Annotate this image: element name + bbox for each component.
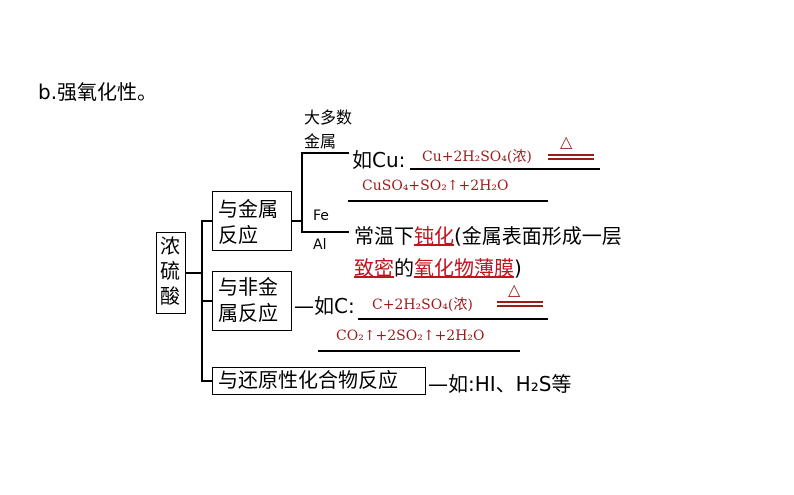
- c-equation-top: C+2H₂SO₄(浓): [372, 297, 473, 313]
- metal-split-bottom: [301, 231, 349, 233]
- nonmetal-branch-label-line1: 与非金: [218, 275, 278, 299]
- close-paren: ): [514, 256, 522, 280]
- cu-example-label: 如Cu:: [352, 148, 406, 172]
- cu-equation-bottom: CuSO₄+SO₂↑+2H₂O: [362, 178, 509, 194]
- passivation-line2: 致密的氧化物薄膜): [354, 252, 522, 281]
- cu-equation-rule-top: [410, 168, 600, 170]
- c-equation-rule-bottom: [318, 350, 520, 352]
- metal-connector: [292, 220, 302, 222]
- root-box: 浓硫酸: [156, 232, 186, 314]
- metal-split-top: [301, 152, 349, 154]
- passivation-prefix: 常温下: [354, 224, 414, 248]
- nonmetal-branch-label-line2: 属反应: [218, 301, 278, 325]
- cu-equals-1: [548, 154, 594, 156]
- passivation-middle: (金属表面形成一层: [454, 224, 622, 248]
- oxide-film-word: 氧化物薄膜: [414, 256, 514, 280]
- c-equals-2: [497, 305, 543, 307]
- de-word: 的: [394, 256, 414, 280]
- fe-label: Fe: [313, 208, 329, 224]
- cu-equals-2: [548, 158, 594, 160]
- heat-triangle-icon-2: △: [508, 280, 521, 299]
- reducing-example: —如:HI、H₂S等: [428, 372, 572, 396]
- dense-word: 致密: [354, 256, 394, 280]
- c-equals-1: [497, 301, 543, 303]
- cu-equation-top: Cu+2H₂SO₄(浓): [422, 149, 532, 165]
- trunk-to-metal: [201, 220, 213, 222]
- most-metals-line1: 大多数: [304, 108, 353, 127]
- nonmetal-branch-box: 与非金 属反应: [212, 271, 292, 331]
- al-label: Al: [313, 237, 327, 253]
- trunk-to-nonmetal: [201, 300, 213, 302]
- most-metals-line2: 金属: [304, 132, 337, 151]
- cu-equation-rule-bottom: [348, 200, 548, 202]
- root-label: 浓硫酸: [160, 234, 180, 308]
- root-connector: [186, 272, 202, 274]
- reducing-branch-box: 与还原性化合物反应: [212, 367, 426, 395]
- passivation-word: 钝化: [414, 224, 454, 248]
- metal-split: [301, 152, 303, 232]
- reducing-branch-label: 与还原性化合物反应: [218, 368, 398, 392]
- trunk-to-reducing: [201, 380, 213, 382]
- c-equation-rule-top: [358, 318, 548, 320]
- passivation-line1: 常温下钝化(金属表面形成一层: [354, 220, 622, 249]
- c-equation-bottom: CO₂↑+2SO₂↑+2H₂O: [336, 328, 485, 344]
- section-heading: b.强氧化性。: [38, 80, 158, 104]
- metal-branch-box: 与金属反应: [212, 191, 292, 251]
- heat-triangle-icon: △: [560, 132, 573, 151]
- metal-branch-label: 与金属反应: [218, 197, 278, 247]
- c-example-label: —如C:: [294, 294, 355, 318]
